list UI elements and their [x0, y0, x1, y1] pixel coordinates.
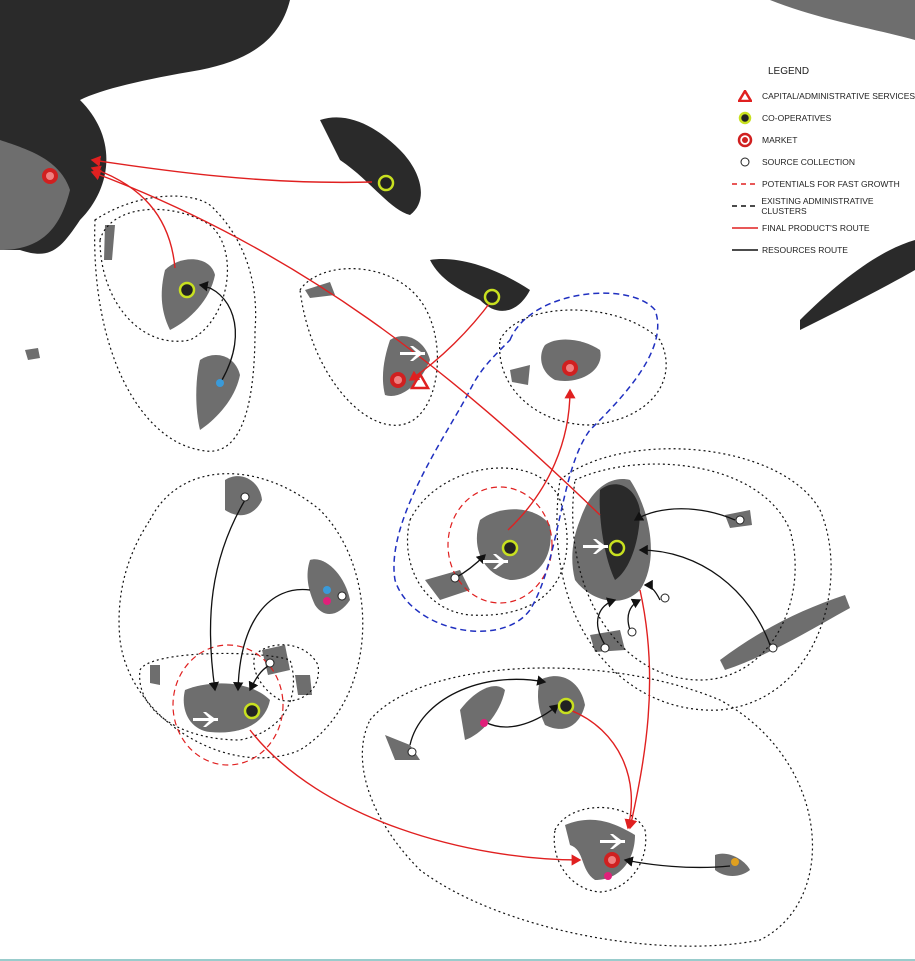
pink-marker — [480, 719, 488, 727]
legend-label: POTENTIALS FOR FAST GROWTH — [762, 179, 900, 189]
market-icon — [728, 132, 762, 148]
cooperative-markers — [178, 174, 626, 720]
legend-item-capital: CAPITAL/ADMINISTRATIVE SERVICES — [728, 85, 915, 107]
blue-source-marker — [323, 586, 331, 594]
legend-label: CO-OPERATIVES — [762, 113, 832, 123]
legend-label: RESOURCES ROUTE — [762, 245, 848, 255]
cooperative-icon — [728, 111, 762, 125]
legend-item-clusters: EXISTING ADMINISTRATIVE CLUSTERS — [728, 195, 915, 217]
resources-routes — [198, 281, 771, 869]
blue-source-marker — [216, 379, 224, 387]
legend-item-cooperatives: CO-OPERATIVES — [728, 107, 915, 129]
red-line-icon — [728, 226, 762, 230]
bottom-border — [0, 959, 915, 961]
black-line-icon — [728, 248, 762, 252]
legend-item-source: SOURCE COLLECTION — [728, 151, 915, 173]
legend-label: SOURCE COLLECTION — [762, 157, 856, 167]
growth-potential-areas — [172, 486, 553, 766]
legend-title: LEGEND — [768, 66, 810, 77]
legend-item-growth: POTENTIALS FOR FAST GROWTH — [728, 173, 915, 195]
capital-triangle-icon — [409, 371, 431, 390]
legend: LEGEND CAPITAL/ADMINISTRATIVE SERVICES C… — [728, 66, 915, 261]
market-marker — [604, 852, 620, 868]
administrative-clusters — [94, 195, 832, 947]
markers — [42, 168, 778, 880]
legend-label: EXISTING ADMINISTRATIVE CLUSTERS — [761, 196, 874, 216]
market-marker — [42, 168, 58, 184]
airport-icons — [193, 346, 625, 849]
source-markers — [240, 492, 778, 757]
legend-item-final-route: FINAL PRODUCT'S ROUTE — [728, 217, 915, 239]
legend-item-resources-route: RESOURCES ROUTE — [728, 239, 915, 261]
orange-marker — [731, 858, 739, 866]
source-icon — [728, 157, 762, 167]
triangle-icon — [728, 90, 762, 102]
market-marker — [390, 372, 406, 388]
legend-item-market: MARKET — [728, 129, 915, 151]
pink-marker — [604, 872, 612, 880]
black-dashed-line-icon — [728, 204, 761, 208]
red-dashed-line-icon — [728, 182, 762, 186]
legend-label: MARKET — [762, 135, 798, 145]
market-marker — [562, 360, 578, 376]
blue-cluster-outline — [393, 292, 659, 633]
pink-marker — [323, 597, 331, 605]
legend-label: FINAL PRODUCT'S ROUTE — [762, 223, 870, 233]
legend-label: CAPITAL/ADMINISTRATIVE SERVICES — [762, 91, 915, 101]
